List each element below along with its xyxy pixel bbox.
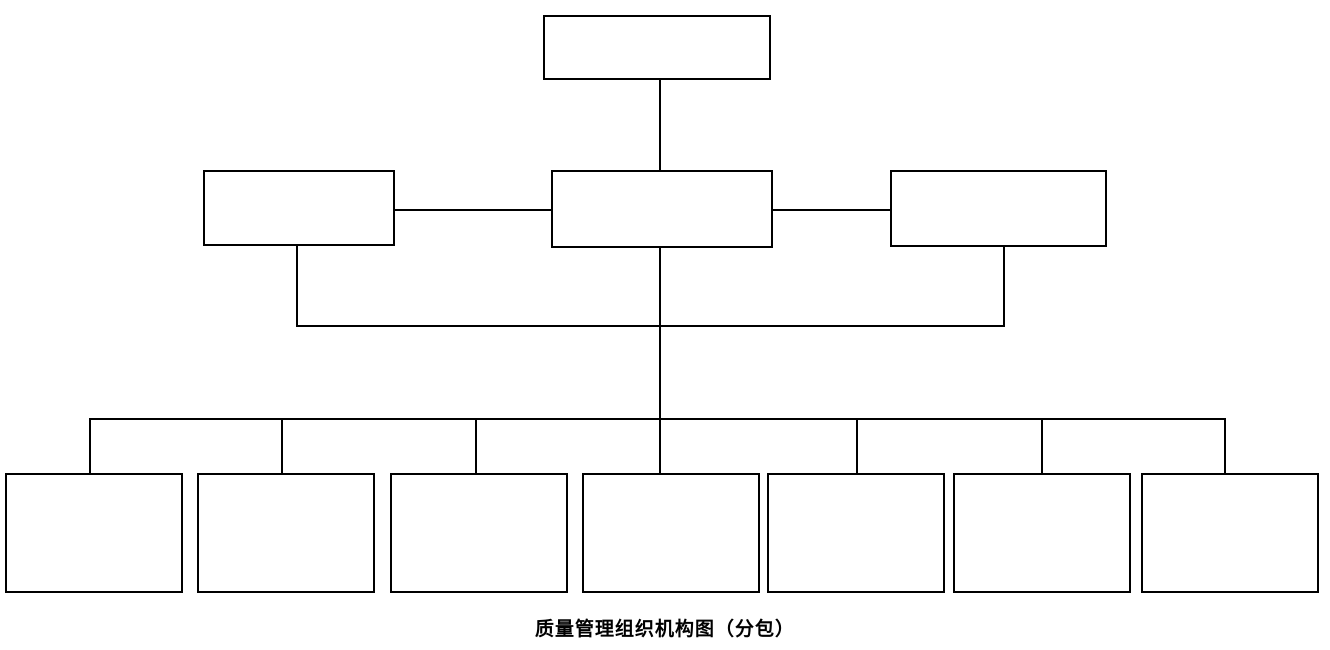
connector-row2-left-to-center (395, 209, 552, 211)
connector-row2-left-drop (296, 245, 298, 326)
org-node-row2-right[interactable] (890, 170, 1107, 247)
connector-row2-right-drop (1003, 246, 1005, 326)
connector-row3-drop-5 (856, 418, 858, 473)
org-node-row3-4[interactable] (582, 473, 760, 593)
connector-row3-drop-2 (281, 418, 283, 473)
org-node-row3-1[interactable] (5, 473, 183, 593)
connector-row3-bus-bar (89, 418, 1226, 420)
connector-staff-tie-bar (296, 325, 1005, 327)
org-node-row3-7[interactable] (1141, 473, 1319, 593)
connector-row3-drop-1 (89, 418, 91, 473)
connector-row2-center-to-right (772, 209, 891, 211)
diagram-caption: 质量管理组织机构图（分包） (534, 619, 795, 640)
connector-row3-drop-3 (475, 418, 477, 473)
org-node-row2-center[interactable] (551, 170, 773, 248)
connector-row3-drop-7 (1224, 418, 1226, 473)
org-node-row3-5[interactable] (767, 473, 945, 593)
connector-root-to-center (659, 80, 661, 170)
connector-center-spine (659, 248, 661, 420)
org-node-row2-left[interactable] (203, 170, 395, 246)
org-node-row3-6[interactable] (953, 473, 1131, 593)
org-node-row3-3[interactable] (390, 473, 568, 593)
connector-row3-drop-4 (659, 418, 661, 473)
connector-row3-drop-6 (1041, 418, 1043, 473)
org-node-row3-2[interactable] (197, 473, 375, 593)
org-node-root[interactable] (543, 15, 771, 80)
